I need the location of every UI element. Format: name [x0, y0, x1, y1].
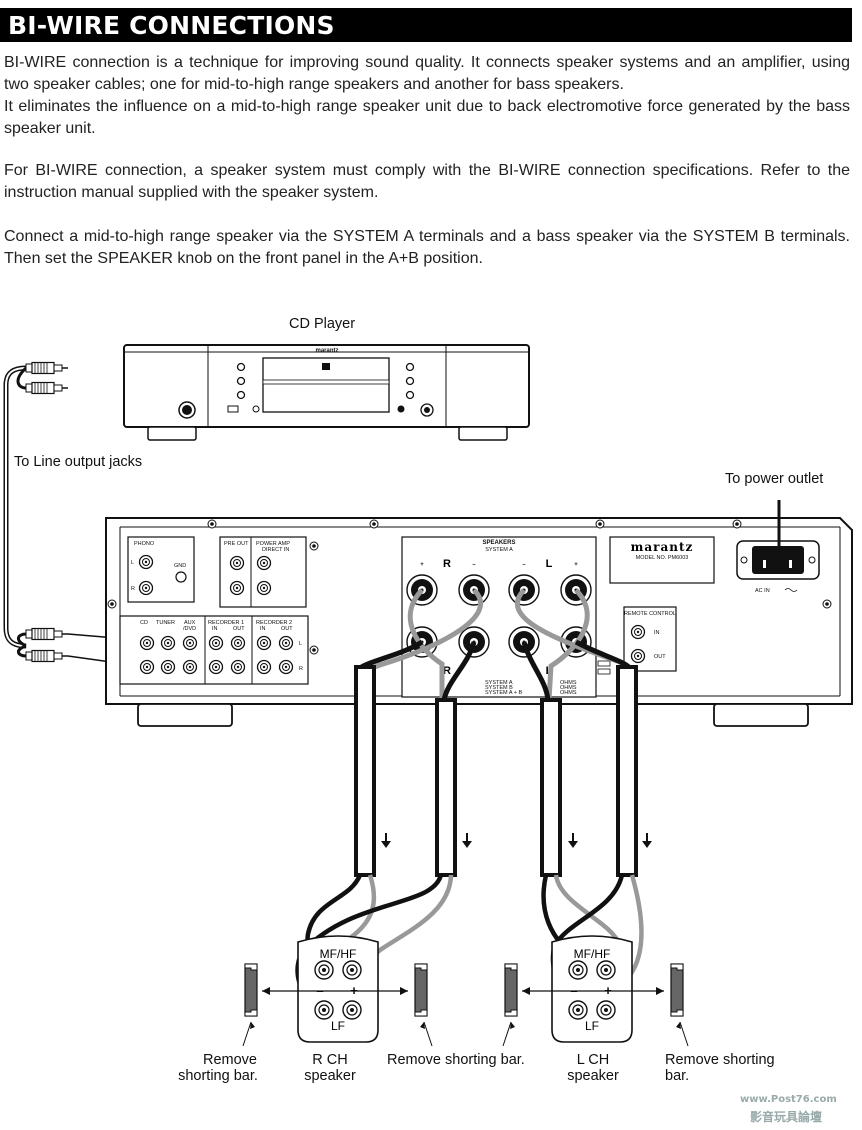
lch-label: L CH speaker: [553, 1052, 633, 1084]
model-number: MODEL NO. PM6003: [636, 555, 689, 561]
input-r: R: [299, 666, 303, 672]
rec1-in: IN: [212, 626, 218, 632]
ohms-1: OHMS: [560, 680, 577, 686]
ohms-2: OHMS: [560, 685, 577, 691]
cd-label: CD: [140, 620, 148, 626]
system-b-row: SYSTEM B: [485, 685, 513, 691]
gnd-label: GND: [174, 563, 186, 569]
recorder1-label: RECORDER 1: [208, 620, 244, 626]
lch-line1: L CH: [576, 1052, 610, 1068]
recorder2-label: RECORDER 2: [256, 620, 292, 626]
aux-label: AUX: [184, 620, 196, 626]
rch-line1: R CH: [312, 1052, 348, 1068]
watermark-url: www.Post76.com: [740, 1094, 837, 1105]
plus-1: +: [420, 562, 424, 568]
rch-lf: LF: [331, 1019, 345, 1033]
remove-right-line2: bar.: [665, 1068, 690, 1084]
spec-paragraph: For BI-WIRE connection, a speaker system…: [4, 160, 850, 204]
rch-mfhf: MF/HF: [320, 947, 357, 961]
input-l: L: [299, 641, 302, 647]
paragraph-4: Connect a mid-to-high range speaker via …: [4, 228, 850, 267]
lch-lf: LF: [585, 1019, 599, 1033]
line-output-label: To Line output jacks: [14, 454, 143, 470]
system-a-row: SYSTEM A: [485, 680, 513, 686]
cd-player-label: CD Player: [289, 316, 356, 332]
r-ch-speaker-terminal: MF/HF LF – +: [297, 935, 379, 1043]
paragraph-1: BI-WIRE connection is a technique for im…: [4, 54, 850, 93]
speakers-label: SPEAKERS: [482, 540, 515, 546]
amp-brand: marantz: [631, 540, 694, 554]
rec2-in: IN: [260, 626, 266, 632]
pre-out-label: PRE OUT: [224, 541, 249, 547]
rch-line2: speaker: [304, 1068, 356, 1084]
cd-brand: marantz: [315, 348, 338, 354]
plus-2: +: [574, 562, 578, 568]
speaker-l-top: L: [546, 558, 553, 570]
remote-in: IN: [654, 630, 660, 636]
speaker-r-bottom: R: [443, 665, 451, 677]
cd-player: marantz: [123, 344, 530, 441]
phono-l: L: [131, 560, 134, 566]
phono-r: R: [131, 586, 135, 592]
minus-2: –: [522, 562, 526, 568]
minus-1: –: [472, 562, 476, 568]
power-outlet-label: To power outlet: [725, 471, 824, 487]
remove-left-label: Remove shorting bar.: [168, 1052, 268, 1084]
lch-mfhf: MF/HF: [574, 947, 611, 961]
phono-label: PHONO: [134, 541, 155, 547]
section-heading-bar: BI-WIRE CONNECTIONS: [0, 8, 852, 42]
section-heading: BI-WIRE CONNECTIONS: [8, 11, 335, 40]
direct-in-label: DIRECT IN: [262, 547, 289, 553]
rch-label: R CH speaker: [290, 1052, 370, 1084]
intro-paragraph: BI-WIRE connection is a technique for im…: [4, 52, 850, 140]
remove-right-label: Remove shorting bar.: [665, 1052, 775, 1084]
rec2-out: OUT: [281, 626, 293, 632]
lch-line2: speaker: [567, 1068, 619, 1084]
connect-paragraph: Connect a mid-to-high range speaker via …: [4, 226, 850, 270]
watermark-cn: 影音玩具論壇: [750, 1110, 823, 1124]
remove-left-line2: shorting bar.: [178, 1068, 258, 1084]
speaker-r-top: R: [443, 558, 451, 570]
remove-mid-label: Remove shorting bar.: [387, 1052, 525, 1068]
remote-out: OUT: [654, 654, 666, 660]
remove-right-line1: Remove shorting: [665, 1052, 775, 1068]
remove-left-line1: Remove: [203, 1052, 257, 1068]
ohms-3: OHMS: [560, 690, 577, 696]
dvd-label: /DVD: [183, 626, 196, 632]
shorting-bars: [242, 963, 689, 1047]
ac-in-label: AC IN: [755, 588, 770, 594]
l-ch-speaker-terminal: MF/HF LF – +: [551, 935, 633, 1043]
paragraph-2: It eliminates the influence on a mid-to-…: [4, 98, 850, 137]
tuner-label: TUNER: [156, 620, 175, 626]
rec1-out: OUT: [233, 626, 245, 632]
paragraph-3: For BI-WIRE connection, a speaker system…: [4, 162, 850, 201]
rca-cable: [3, 361, 141, 667]
remote-control-label: REMOTE CONTROL: [624, 611, 676, 617]
system-ab-row: SYSTEM A + B: [485, 690, 522, 696]
system-a-label: SYSTEM A: [485, 547, 513, 553]
power-amp-label: POWER AMP: [256, 541, 290, 547]
